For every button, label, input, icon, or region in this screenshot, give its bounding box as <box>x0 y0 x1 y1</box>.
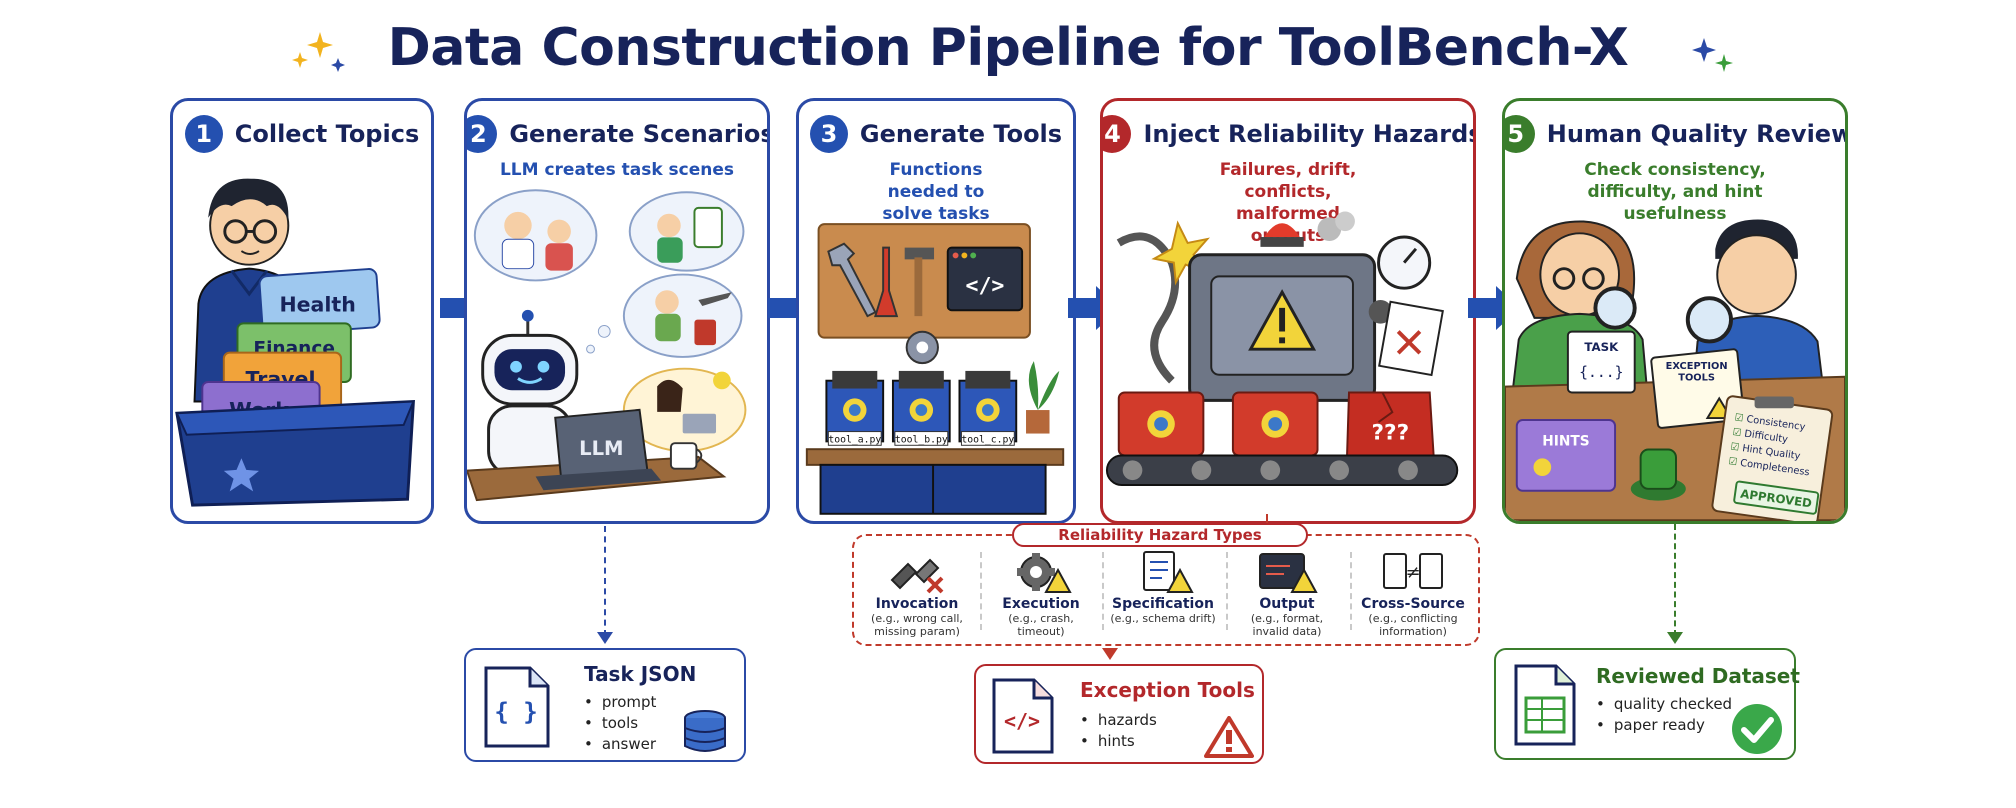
hazard-name: Specification <box>1108 596 1218 612</box>
stage-title: Generate Scenarios <box>509 120 770 148</box>
stage-generate-tools: 3 Generate Tools Functions needed to sol… <box>796 98 1076 524</box>
document-warning-icon <box>1132 550 1194 594</box>
robot-llm-illustration: LLM <box>467 183 767 523</box>
step-number-badge: 2 <box>464 115 497 153</box>
reviewers-illustration: TASK {...} EXCEPTION TOOLS HINTS ☑ Consi… <box>1505 207 1845 523</box>
svg-text:≠: ≠ <box>1405 562 1420 583</box>
task-card-brace: {...} <box>1579 364 1623 381</box>
arrow-down-icon <box>1667 632 1683 644</box>
json-file-icon: { } <box>482 664 552 750</box>
stage-title: Collect Topics <box>235 120 419 148</box>
list-item: hazards <box>1080 710 1157 731</box>
hazard-name: Invocation <box>862 596 972 612</box>
hazard-desc: (e.g., schema drift) <box>1108 612 1218 625</box>
output-title: Task JSON <box>584 662 696 686</box>
hazard-type-invocation: Invocation (e.g., wrong call, missing pa… <box>862 550 972 638</box>
stage-subtitle: LLM creates task scenes <box>467 159 767 181</box>
documents-not-equal-icon: ≠ <box>1382 550 1444 594</box>
hazard-type-specification: Specification (e.g., schema drift) <box>1108 550 1218 625</box>
crate-label: ??? <box>1372 421 1410 446</box>
svg-text:</>: </> <box>965 274 1004 299</box>
hazard-desc: (e.g., conflicting information) <box>1358 612 1468 638</box>
step-number-badge: 1 <box>185 115 223 153</box>
hazard-name: Cross-Source <box>1358 596 1468 612</box>
step-number-badge: 3 <box>810 115 848 153</box>
hazard-machine-illustration: ??? <box>1103 201 1473 523</box>
stage-title: Generate Tools <box>860 120 1062 148</box>
list-item: prompt <box>584 692 656 713</box>
output-title: Exception Tools <box>1080 678 1255 702</box>
tool-file-label: tool_c.py <box>961 434 1014 445</box>
connector-line <box>1674 524 1676 636</box>
spreadsheet-icon <box>1512 662 1578 748</box>
arrow-down-icon <box>597 632 613 644</box>
stage-human-review: 5 Human Quality Review Check consistency… <box>1502 98 1848 524</box>
output-reviewed-dataset: Reviewed Dataset quality checked paper r… <box>1494 648 1796 760</box>
output-items: quality checked paper ready <box>1596 694 1732 736</box>
hazard-desc: (e.g., format, invalid data) <box>1232 612 1342 638</box>
hazard-type-execution: Execution (e.g., crash, timeout) <box>986 550 1096 638</box>
hazard-name: Execution <box>986 596 1096 612</box>
hazard-desc: (e.g., wrong call, missing param) <box>862 612 972 638</box>
stage-inject-hazards: 4 Inject Reliability Hazards Failures, d… <box>1100 98 1476 524</box>
check-circle-icon <box>1730 702 1784 756</box>
broken-plug-icon <box>886 550 948 594</box>
step-number-badge: 5 <box>1502 115 1535 153</box>
sparkle-icon <box>1690 36 1740 80</box>
review-checklist: ☑ Consistency ☑ Difficulty ☑ Hint Qualit… <box>1727 411 1833 483</box>
output-items: hazards hints <box>1080 710 1157 752</box>
arrow-down-icon <box>1102 648 1118 660</box>
hints-card-label: HINTS <box>1542 434 1589 450</box>
sparkle-icon <box>288 30 358 80</box>
hazard-type-output: Output (e.g., format, invalid data) <box>1232 550 1342 638</box>
database-icon <box>682 710 728 754</box>
hazard-desc: (e.g., crash, timeout) <box>986 612 1096 638</box>
stage-title: Inject Reliability Hazards <box>1143 120 1476 148</box>
code-file-icon: </> <box>990 676 1056 756</box>
warning-icon <box>1204 716 1254 758</box>
hazard-type-cross-source: ≠ Cross-Source (e.g., conflicting inform… <box>1358 550 1468 638</box>
terminal-warning-icon <box>1256 550 1318 594</box>
json-glyph: { } <box>494 698 537 726</box>
laptop-label: LLM <box>579 437 623 460</box>
tool-file-label: tool_a.py <box>828 434 881 445</box>
exception-card-label: EXCEPTION TOOLS <box>1660 361 1733 385</box>
list-item: answer <box>584 734 656 755</box>
connector-line <box>604 526 606 636</box>
step-number-badge: 4 <box>1100 115 1131 153</box>
topic-label: Health <box>279 293 355 317</box>
hazard-types-box: Invocation (e.g., wrong call, missing pa… <box>852 534 1480 646</box>
stage-generate-scenarios: 2 Generate Scenarios LLM creates task sc… <box>464 98 770 524</box>
tool-file-label: tool_b.py <box>895 434 948 445</box>
toolboard-illustration: </> tool_a.py tool_b.py tool_c.py <box>799 211 1073 523</box>
task-card-label: TASK <box>1584 340 1619 354</box>
person-sorting-folders-illustration: Health Finance Travel Work <box>173 153 431 523</box>
hazard-name: Output <box>1232 596 1342 612</box>
stage-collect-topics: 1 Collect Topics Health Finance Travel W… <box>170 98 434 524</box>
list-item: paper ready <box>1596 715 1732 736</box>
stage-title: Human Quality Review <box>1547 120 1848 148</box>
output-task-json: { } Task JSON prompt tools answer <box>464 648 746 762</box>
output-items: prompt tools answer <box>584 692 656 755</box>
list-item: hints <box>1080 731 1157 752</box>
list-item: tools <box>584 713 656 734</box>
gear-warning-icon <box>1010 550 1072 594</box>
output-exception-tools: </> Exception Tools hazards hints <box>974 664 1264 764</box>
output-title: Reviewed Dataset <box>1596 664 1800 688</box>
code-glyph: </> <box>1004 709 1040 733</box>
list-item: quality checked <box>1596 694 1732 715</box>
hazard-types-title: Reliability Hazard Types <box>1012 523 1308 547</box>
